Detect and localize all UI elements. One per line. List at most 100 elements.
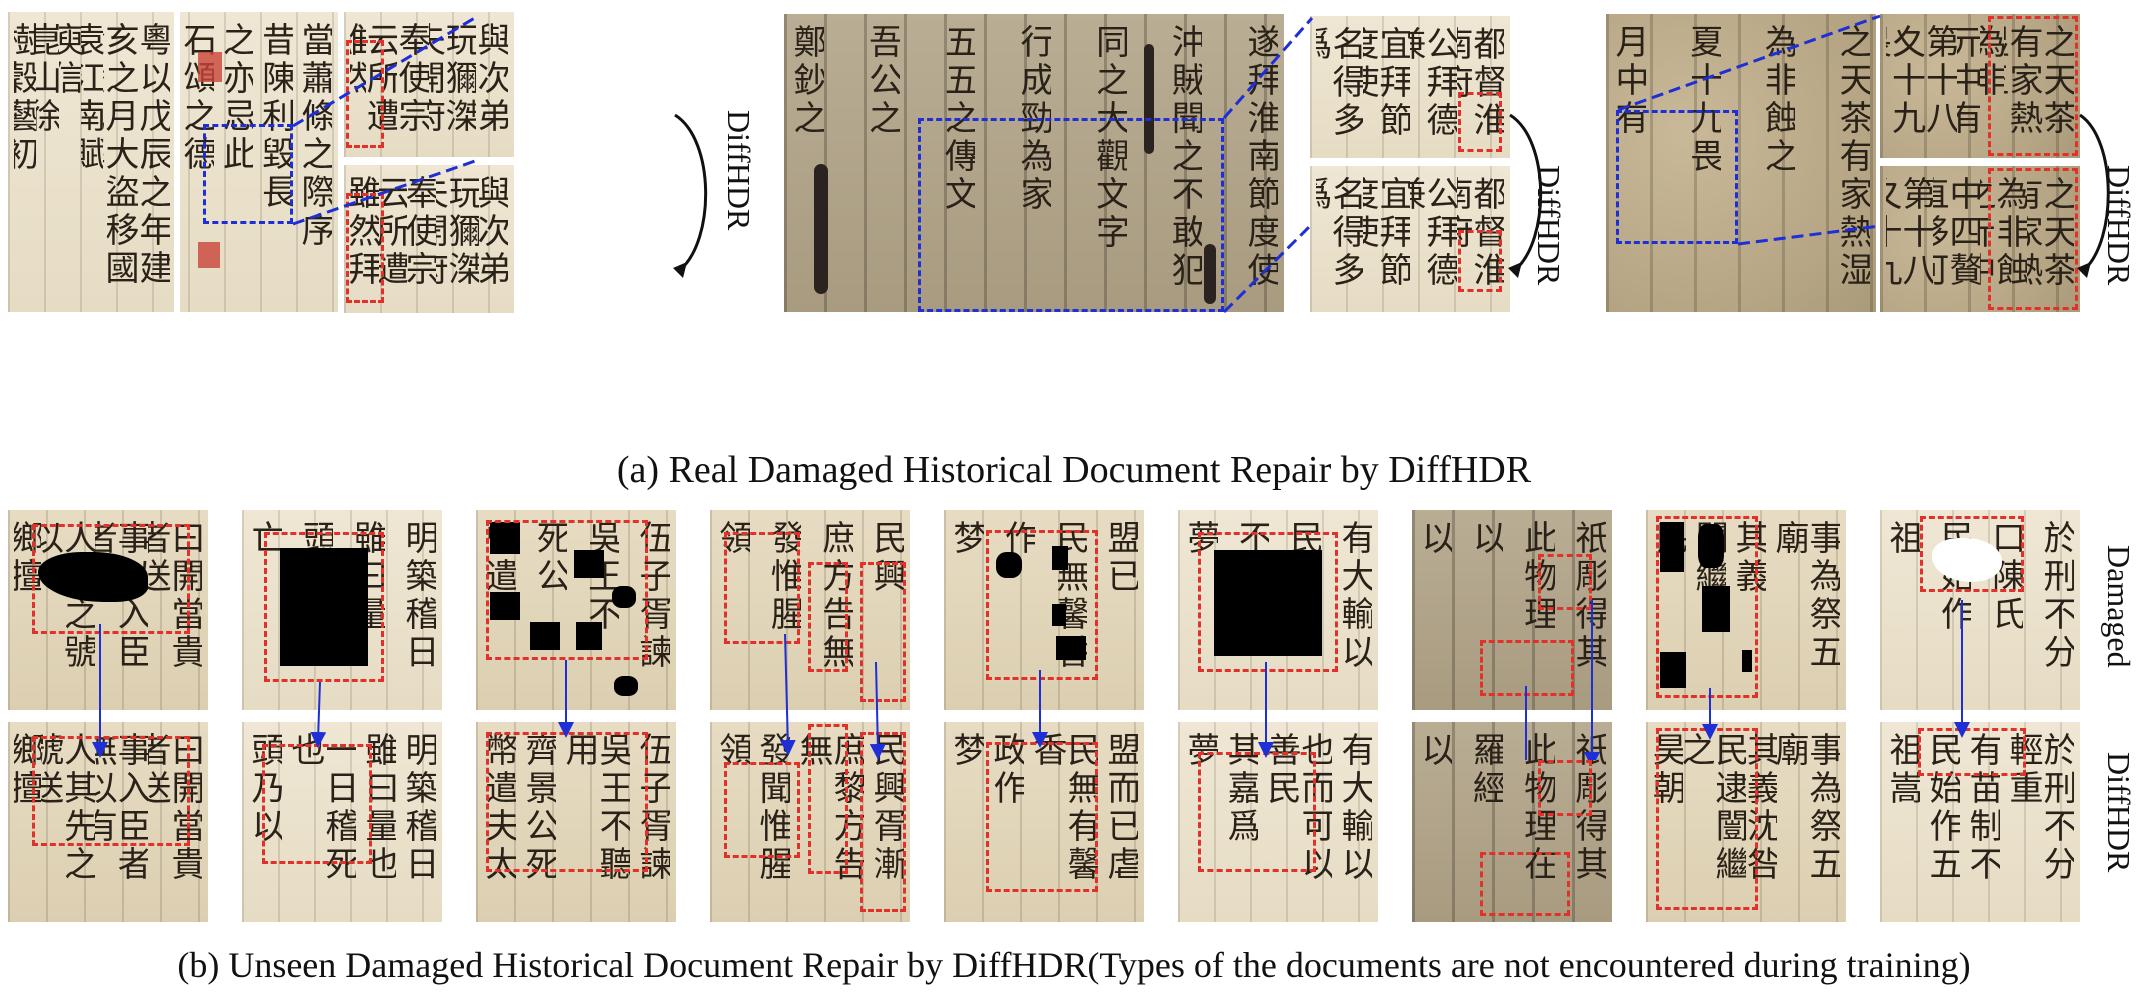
column: 於刑不分	[2039, 520, 2074, 672]
column: 中四贅直移可以武	[1933, 176, 1980, 290]
column: 民興	[869, 520, 904, 596]
column: 與次弟童仲嘗	[479, 175, 508, 289]
column: 名得多爲	[1316, 26, 1363, 140]
column: 祇彫得其	[1571, 520, 1606, 672]
column: 雖曰量也	[362, 732, 396, 884]
diffhdr-arrow-3	[2077, 113, 2110, 278]
a1-crop-repaired: 與次弟童仲嘗 玩獮滐夫開府擅 奉使宗國爲墟 云所遭時 雖然拜德	[344, 165, 514, 313]
crop-text: 之天茶有家熱湿王 為非 亓中有 第十八夊十九畏	[1886, 24, 2074, 152]
b1-repaired: 曰開當貴者送 事入臣者無以有 人其先之號送 鄉擅	[8, 722, 208, 922]
a3-crop-repaired: 之天茶有家熱湿王 為非蝕之亓中有 中四贅直移可以武 第十八夊十九畏	[1880, 166, 2080, 312]
repaired-region	[860, 732, 906, 912]
worm-damage	[1204, 244, 1216, 304]
b7-damaged: 祇彫得其 此物理 以 以	[1412, 510, 1612, 710]
a1-zoom-region	[203, 124, 293, 224]
model-label: DiffHDR	[1531, 165, 1567, 286]
damage-mask	[614, 676, 638, 696]
damage-mask	[996, 552, 1022, 578]
damage-mask	[1698, 524, 1724, 568]
column: 第十八夊十九畏	[1886, 176, 1933, 290]
column: 事為祭五廟	[1772, 520, 1840, 672]
column: 齊景公死	[522, 732, 556, 884]
b2-damaged: 明築稽日 雖曰量 頭乃以 亡	[242, 510, 442, 710]
diffhdr-arrow-2	[1508, 113, 1543, 278]
repaired-region	[1198, 752, 1316, 872]
column: 事為祭五廟	[1777, 732, 1840, 884]
model-label: DiffHDR	[2101, 165, 2137, 286]
damage-mask	[612, 586, 636, 608]
column: 沖賊聞之不敢犯	[1168, 24, 1203, 290]
column: 與次弟童仲嘗	[476, 22, 508, 136]
column: 以	[1418, 520, 1452, 558]
column: 鄭鈔之	[790, 24, 824, 138]
caption-a: (a) Real Damaged Historical Document Rep…	[616, 449, 1532, 491]
repaired-region	[1538, 760, 1592, 816]
column: 宜拜節度使	[1363, 176, 1410, 290]
row-label-repaired: DiffHDR	[2101, 752, 2137, 873]
column: 夏十九畏	[1686, 24, 1721, 176]
damage-mask	[574, 550, 604, 578]
damage-region	[724, 532, 800, 644]
tile-text: 曰開當貴者送 事入臣者無以有 人其先之號送 鄉擅	[14, 732, 202, 916]
column: 人其先之號送	[40, 732, 95, 884]
repaired-region	[346, 193, 384, 303]
column: 梦	[950, 520, 984, 558]
column: 當蕭條之際序	[297, 22, 332, 250]
column: 為非	[1980, 24, 2004, 100]
b3-repaired: 伍子胥諫 吳王不聽用 齊景公死 幣遣夫太	[476, 722, 676, 922]
column: 之天茶有家熱湿	[1835, 24, 1870, 290]
column: 奉使宗國爲墟	[407, 175, 437, 289]
column: 玩獮滐夫開府擅	[436, 175, 480, 289]
column: 奉使宗國爲墟	[397, 22, 429, 136]
b5-repaired: 盟而已虐 民無有馨香 政作 梦	[944, 722, 1144, 922]
column: 死公	[533, 520, 568, 596]
a1-right-page-text: 當蕭條之際序 昔陳利毀長 之亦忌此 石頌之德	[180, 22, 332, 306]
damage-mask	[576, 622, 602, 650]
repaired-region	[1918, 728, 2026, 776]
column: 以	[1469, 520, 1504, 558]
column: 名得多爲	[1316, 176, 1363, 290]
a3-zoom-region	[1616, 110, 1738, 244]
damage-mask	[1660, 522, 1684, 572]
crop-text: 都督淮南府 公拜德兼 宜拜節度使 名得多爲	[1316, 176, 1504, 306]
a3-crop-damaged: 之天茶有家熱湿王 為非 亓中有 第十八夊十九畏	[1880, 14, 2080, 158]
tile-text: 明築稽日 雖曰量也 一日稽死也 頭乃以	[248, 732, 436, 916]
damage-region	[860, 562, 906, 702]
b3-damaged: 伍子胥諫 吳王不 死公 幣遣	[476, 510, 676, 710]
crop-text: 與次弟童仲嘗 玩獮滐夫開府擅 奉使宗國爲墟 云所遭時 雖然拜德	[350, 175, 508, 307]
repaired-region	[724, 762, 800, 858]
column: 頭乃以	[248, 732, 282, 846]
row-label-damaged: Damaged	[2101, 545, 2137, 668]
column: 梦	[950, 732, 984, 770]
column: 之亦忌此	[219, 22, 254, 174]
damage-region	[1920, 516, 2024, 592]
seal-stamp	[198, 242, 220, 268]
column: 石頌之德	[180, 22, 214, 174]
column: 以	[1418, 732, 1452, 770]
column: 伍子胥諫	[635, 520, 670, 672]
damage-region	[1538, 554, 1592, 610]
a1-crop-damaged: 與次弟童仲嘗 玩獮滐夫開府擅 奉使宗國爲墟 云所遭時 雖然	[344, 12, 514, 157]
column: 有大輸以	[1338, 732, 1372, 884]
column: 事入臣者無以有	[94, 732, 149, 884]
caption-b: (b) Unseen Damaged Historical Document R…	[177, 945, 1971, 985]
column: 明築稽日	[401, 520, 436, 672]
column: 一日稽死也	[288, 732, 356, 884]
repaired-region	[986, 742, 1098, 892]
column: 口陳氏	[1988, 520, 2023, 634]
damage-region	[32, 524, 190, 634]
repaired-region	[1988, 168, 2078, 310]
damage-region	[1988, 16, 2078, 156]
column: 鄉擅	[13, 732, 41, 808]
a2-zoom-region	[918, 118, 1224, 312]
damage-mask	[1052, 546, 1068, 570]
column: 亓中有	[1956, 24, 1981, 138]
damage-mask	[490, 592, 520, 620]
b4-repaired: 民興胥漸 庶黎方告無 發聞惟腥 領	[710, 722, 910, 922]
a1-scan: 粵以戊辰之年建亥之月大盜移國金陵瓦解 袁江南賦 庾信 崑山徐 樹穀藝初 當蕭條之…	[8, 12, 338, 312]
damage-mask	[490, 522, 520, 554]
tile-text: 祇彫得其 此物理 以 以	[1418, 520, 1606, 704]
column: 公拜德兼	[1410, 176, 1457, 290]
column: 鄉擅	[13, 520, 41, 596]
column: 都督淮南府	[1457, 176, 1504, 290]
